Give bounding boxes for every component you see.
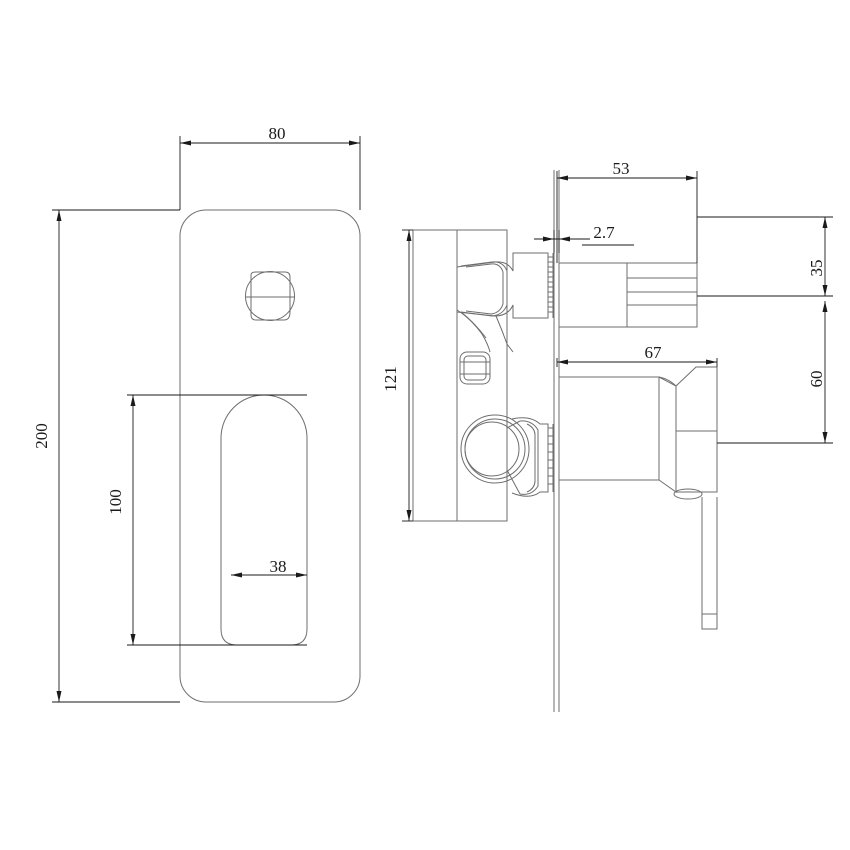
dim-upper-offset-35	[697, 216, 833, 297]
dimension-labels: 80 200 100 38 121 2.7 53 67 35 60	[32, 124, 826, 576]
diverter-knob[interactable]	[559, 262, 698, 328]
faceplate-outline	[179, 209, 361, 703]
dim-lower-offset-60	[717, 295, 833, 444]
dim-handle-67	[556, 358, 718, 367]
dim-lever-width-38	[231, 572, 307, 578]
dim-width-80	[179, 136, 361, 210]
dim-label-body-depth-121: 121	[381, 366, 400, 392]
diverter-boss	[456, 252, 554, 353]
mixer-handle[interactable]	[559, 366, 718, 630]
side-view	[412, 170, 560, 712]
right-view	[559, 262, 718, 630]
dim-height-200	[52, 209, 180, 703]
dim-label-lower-offset-60: 60	[807, 371, 826, 388]
dim-body-depth-121	[402, 229, 413, 522]
dim-label-lever-width-38: 38	[270, 557, 287, 576]
dim-lever-height-100	[127, 394, 307, 646]
dim-plate-thickness	[534, 230, 634, 253]
dim-diverter-53	[556, 171, 698, 263]
dim-label-plate-thickness: 2.7	[593, 223, 615, 242]
dim-label-lever-height-100: 100	[106, 489, 125, 515]
faceplate-lever[interactable]	[220, 394, 308, 646]
dim-label-width-80: 80	[269, 124, 286, 143]
dim-label-upper-offset-35: 35	[807, 260, 826, 277]
front-view	[179, 209, 361, 703]
dim-label-height-200: 200	[32, 423, 51, 449]
dim-label-diverter-53: 53	[613, 159, 630, 178]
faceplate-diverter-button[interactable]	[245, 271, 296, 321]
mixer-cartridge-boss	[460, 414, 554, 497]
dim-label-handle-67: 67	[645, 343, 663, 362]
body-port	[459, 351, 491, 385]
